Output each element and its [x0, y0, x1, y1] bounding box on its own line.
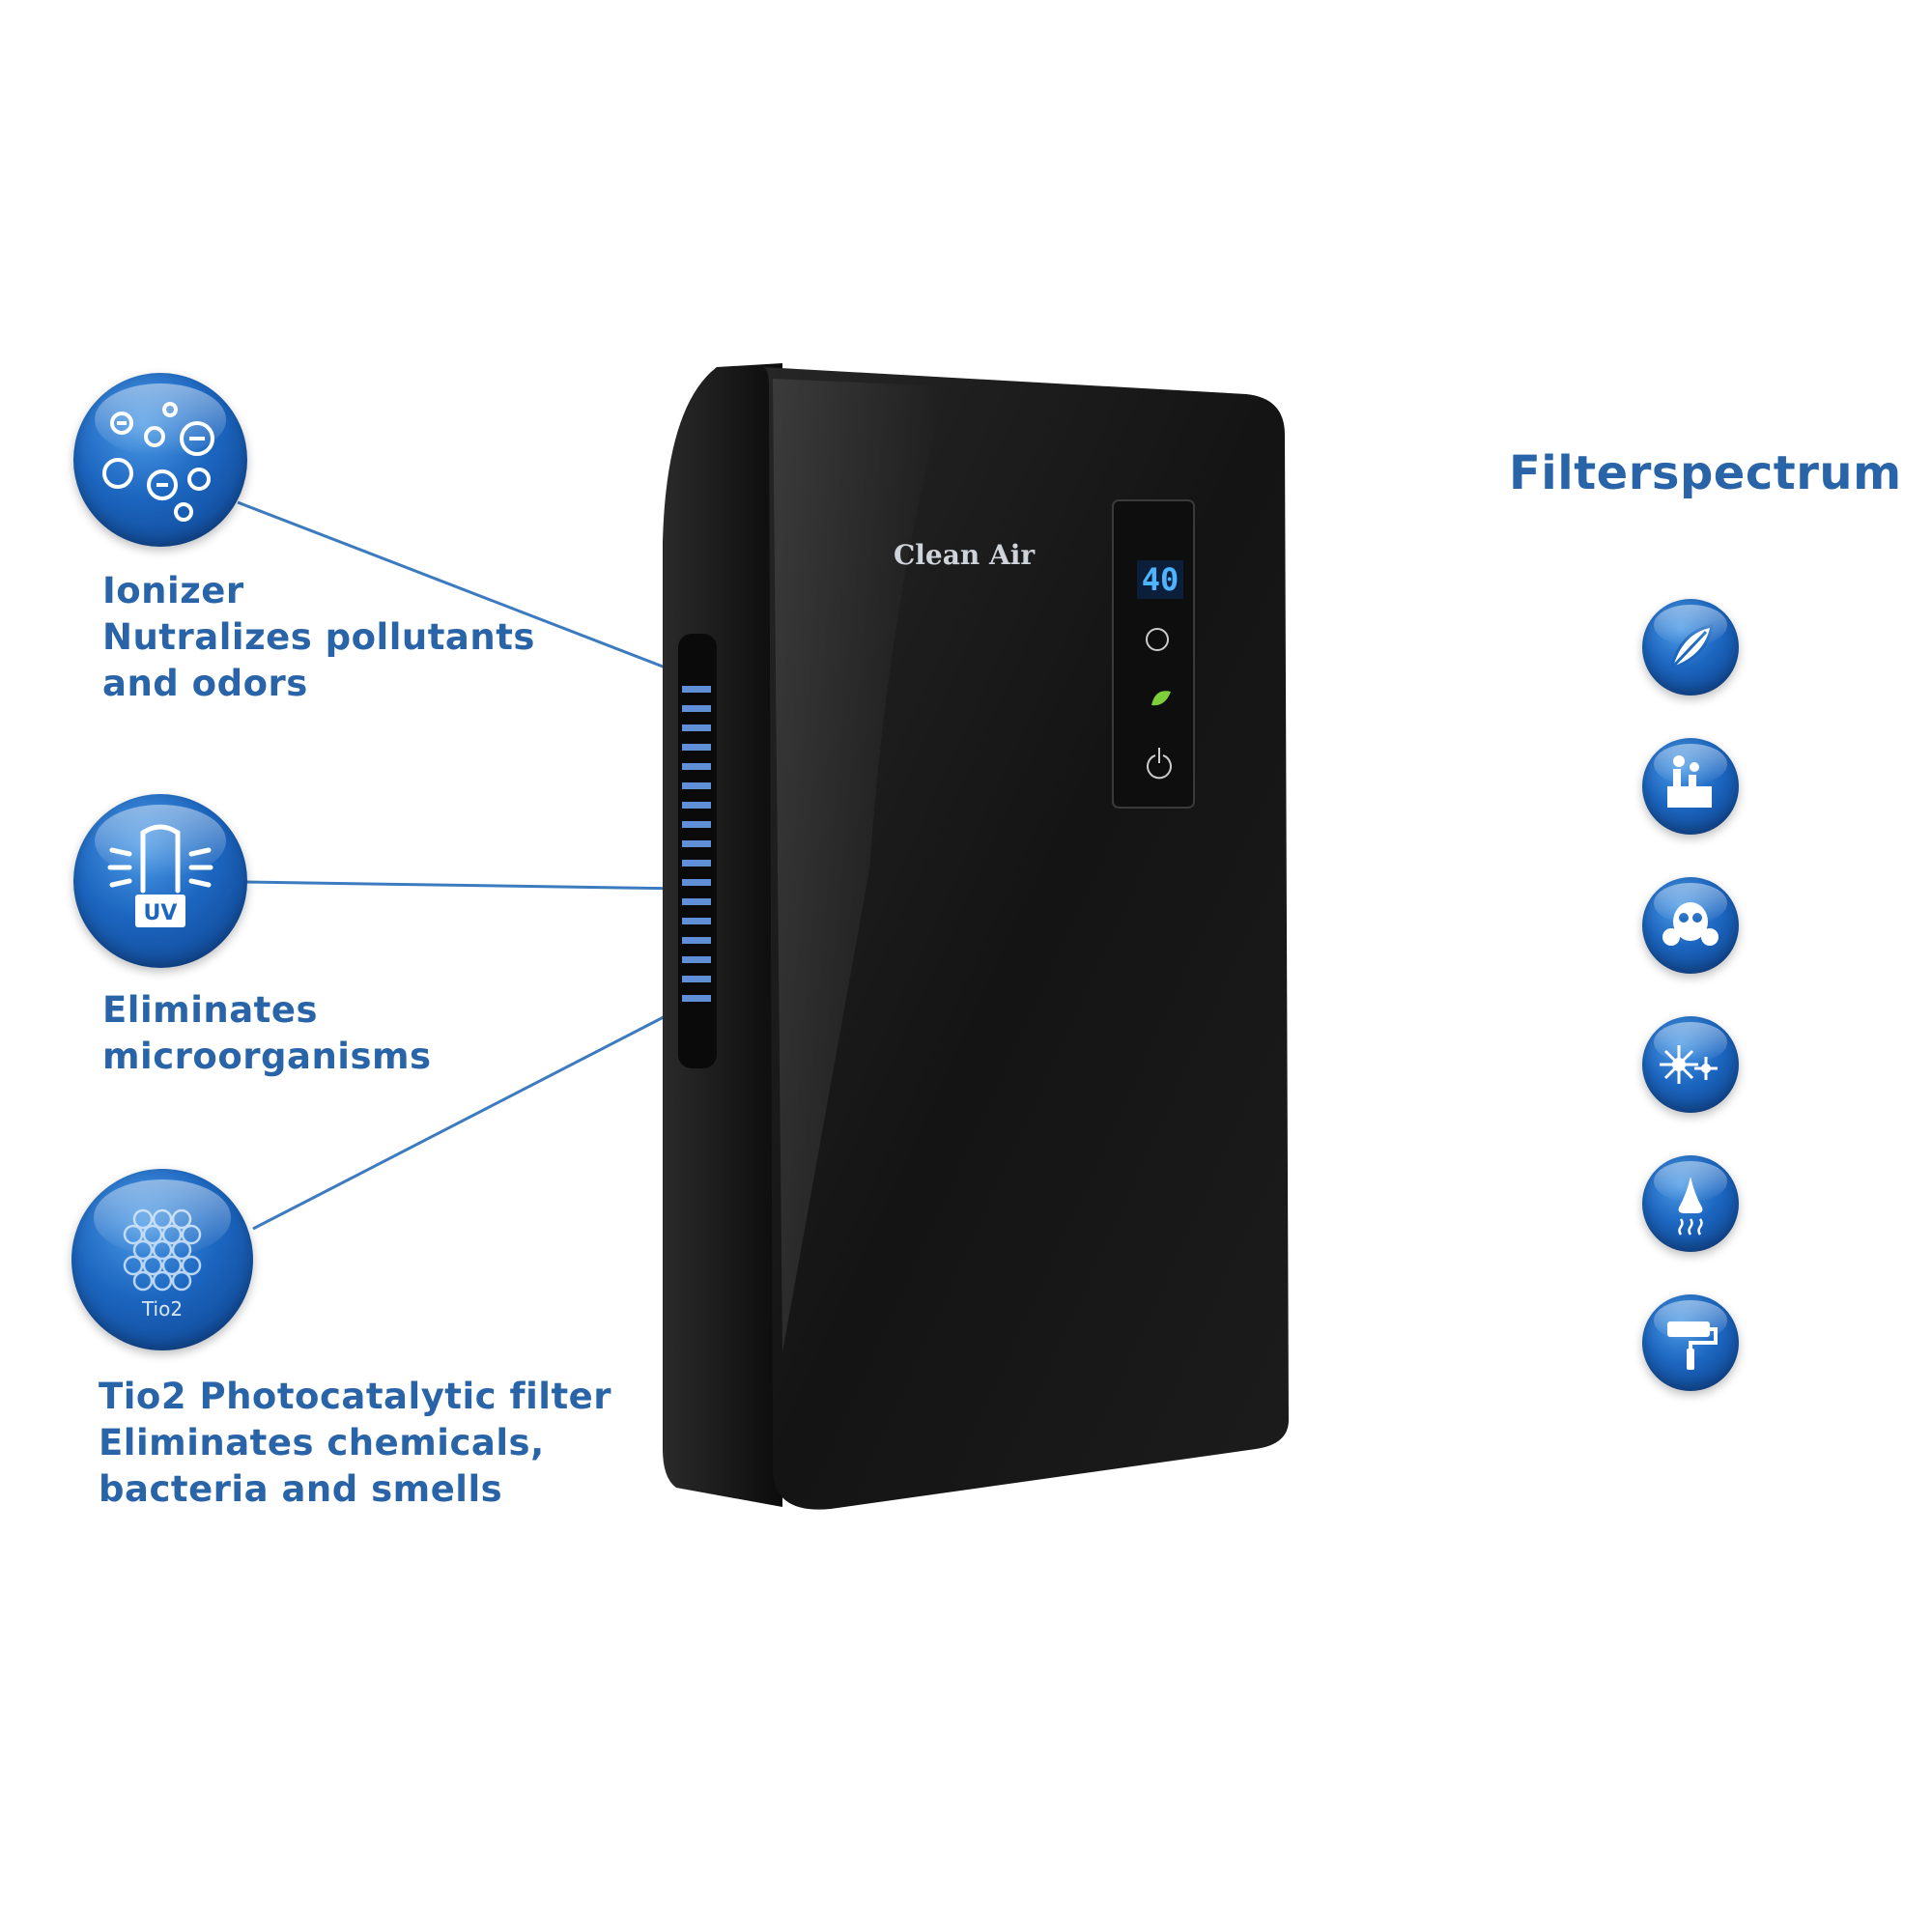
- honeycomb-filter-icon: Tio2: [71, 1169, 253, 1350]
- power-icon: [1147, 748, 1172, 780]
- tio2-line-1: Tio2 Photocatalytic filter: [99, 1376, 611, 1417]
- uv-connector: [244, 880, 689, 891]
- leaf-icon: [1151, 691, 1171, 706]
- tio2-text: Tio2 Photocatalytic filter Eliminates ch…: [99, 1374, 611, 1513]
- gas-mask-icon: [1642, 877, 1739, 974]
- side-vent: [678, 634, 717, 1068]
- uv-line-1: Eliminates: [102, 989, 318, 1031]
- tio2-connector: [252, 1003, 689, 1231]
- tio2-label: Tio2: [141, 1297, 183, 1321]
- ionizer-line-2: Nutralizes pollutants: [102, 616, 535, 658]
- uv-line-2: microorganisms: [102, 1036, 432, 1077]
- control-panel: [1112, 499, 1195, 809]
- humidity-display: 40: [1137, 560, 1183, 599]
- tio2-line-3: bacteria and smells: [99, 1468, 503, 1510]
- filterspectrum-title: Filterspectrum: [1509, 446, 1902, 500]
- ionizer-line-3: and odors: [102, 663, 308, 704]
- ions-icon: [73, 373, 247, 547]
- pollen-icon: [1642, 1016, 1739, 1113]
- tio2-line-2: Eliminates chemicals,: [99, 1422, 545, 1463]
- uv-text: Eliminates microorganisms: [102, 987, 432, 1080]
- timer-icon: [1146, 628, 1169, 651]
- smell-icon: [1642, 1155, 1739, 1252]
- uv-lamp-icon: UV: [73, 794, 247, 968]
- factory-icon: [1642, 738, 1739, 835]
- ionizer-connector: [237, 500, 689, 678]
- paint-roller-icon: [1642, 1294, 1739, 1391]
- device-gloss: [773, 379, 947, 1352]
- ionizer-line-1: Ionizer: [102, 570, 244, 611]
- ionizer-text: Ionizer Nutralizes pollutants and odors: [102, 568, 535, 707]
- uv-label: UV: [144, 901, 178, 925]
- brand-logo: Clean Air: [894, 539, 1036, 571]
- feather-icon: [1642, 599, 1739, 696]
